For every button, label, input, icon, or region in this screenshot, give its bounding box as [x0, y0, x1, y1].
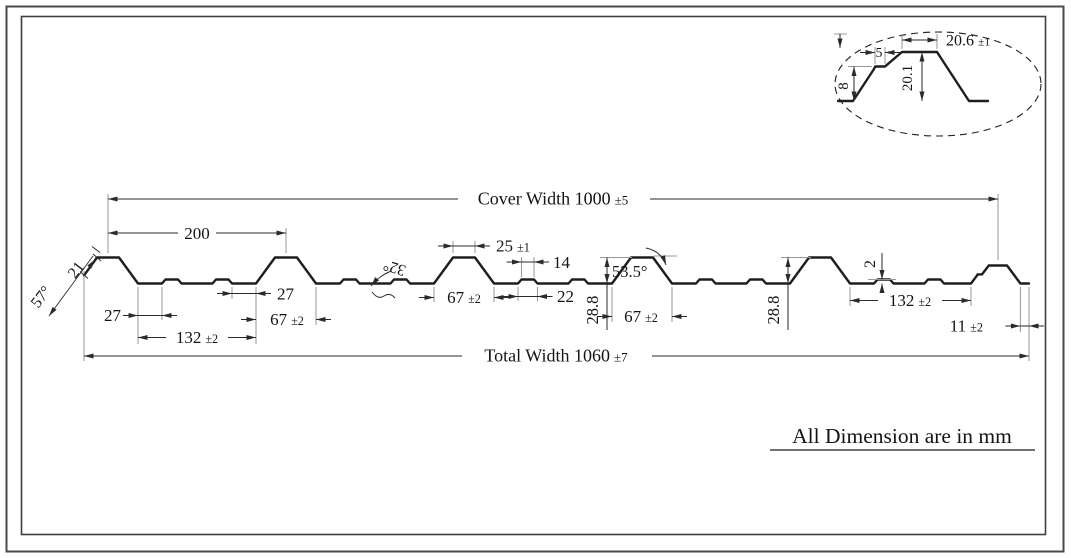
break-squiggle [371, 291, 396, 299]
label-angle-57: 57° [28, 283, 55, 311]
label-pitch-200: 200 [184, 224, 210, 243]
label-detail-8: 8 [836, 82, 852, 90]
label-angle-32: 32° [381, 256, 407, 279]
label-detail-5: 5 [876, 45, 883, 60]
label-bump-height-2: 2 [862, 260, 879, 268]
label-edge-11: 11±2 [950, 317, 983, 336]
label-edge-21: 21 [65, 259, 88, 282]
label-bump-top-14: 14 [553, 253, 571, 272]
label-total-width: Total Width 1060±7 [484, 346, 628, 366]
label-cover-width: Cover Width 1000±5 [478, 189, 629, 209]
outer-border [5, 5, 1065, 553]
label-rib-top-25: 25±1 [496, 237, 530, 256]
sheet-profile-outline [82, 256, 1031, 285]
label-angle-53-5: 53.5° [612, 262, 647, 281]
label-rib-height-28-right: 28.8 [764, 296, 783, 325]
label-rib-base-67-right: 67±2 [624, 307, 658, 326]
label-bump-base-22: 22 [557, 287, 574, 306]
label-valley-132-left: 132±2 [176, 328, 218, 347]
label-detail-20-6: 20.6±1 [946, 33, 990, 50]
label-offset-27-b: 27 [277, 285, 295, 304]
label-rib-height-28-left: 28.8 [583, 296, 602, 325]
label-offset-27-a: 27 [104, 306, 122, 325]
inner-border [20, 15, 1047, 536]
label-rib-base-67-left: 67±2 [270, 310, 304, 329]
detail-ellipse [834, 31, 1042, 137]
label-detail-20-1: 20.1 [900, 65, 916, 91]
label-valley-132-right: 132±2 [889, 291, 931, 310]
lap-rib-detail-outline [836, 50, 990, 103]
label-rib-base-67-mid: 67±2 [447, 288, 481, 307]
label-units-note: All Dimension are in mm [792, 424, 1012, 448]
